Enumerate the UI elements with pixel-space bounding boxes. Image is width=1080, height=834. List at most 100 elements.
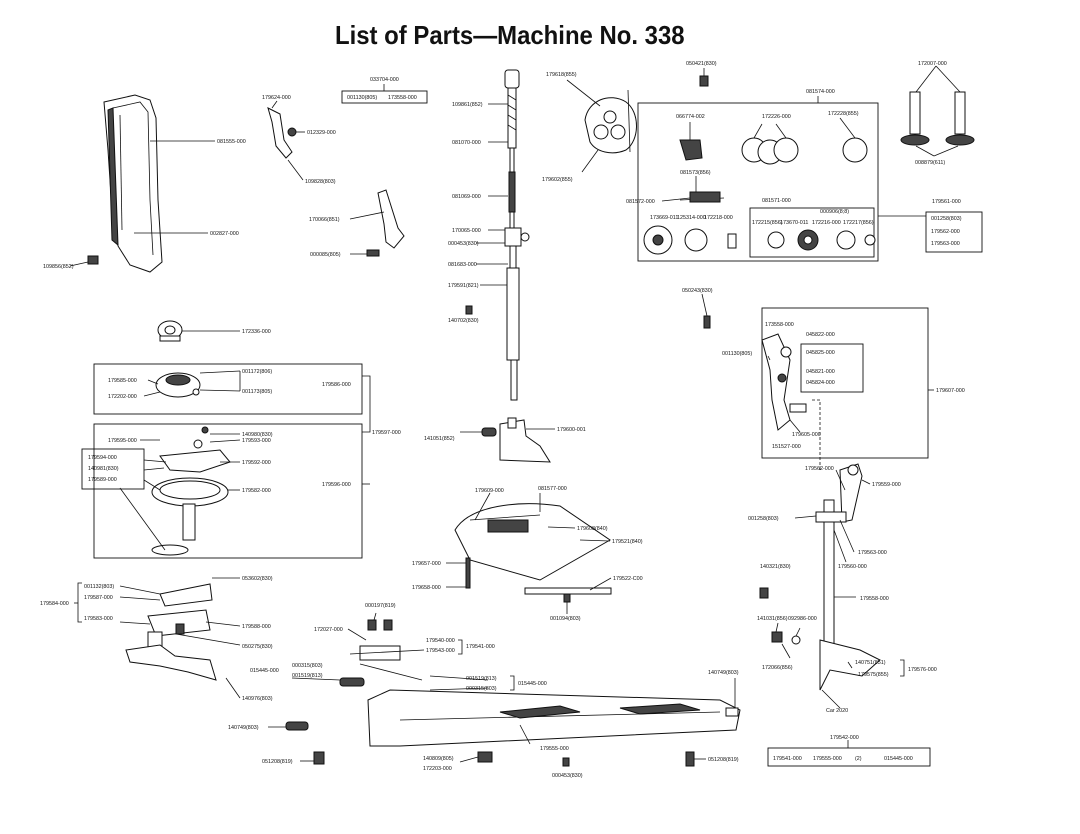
part-label: 000906(8;8) — [820, 209, 849, 215]
part-label: 179588-000 — [242, 624, 271, 630]
part-label: 179540-000 — [426, 638, 455, 644]
part-label: 179584-000 — [40, 601, 69, 607]
part-label: 141051(852) — [424, 436, 455, 442]
part-label: 172007-000 — [918, 61, 947, 67]
thread-guide-drawing — [584, 89, 637, 154]
part-label: 045824-000 — [806, 380, 835, 386]
part-label: 179562-000 — [805, 466, 834, 472]
part-label: 051208(819) — [262, 759, 293, 765]
part-label: 170066(851) — [309, 217, 340, 223]
part-label: 000453(830) — [448, 241, 479, 247]
part-label: 179597-000 — [372, 430, 401, 436]
part-label: 170065-000 — [452, 228, 481, 234]
part-label: 140809(805) — [423, 756, 454, 762]
part-label: 015445-000 — [250, 668, 279, 674]
part-label: 000085(805) — [310, 252, 341, 258]
part-label: 000315(803) — [466, 686, 497, 692]
part-label: 081070-000 — [452, 140, 481, 146]
part-label: 179592-000 — [242, 460, 271, 466]
part-label: 001130(805) — [347, 95, 377, 101]
part-label: 008879(611) — [915, 160, 945, 166]
part-label: 173558-000 — [765, 322, 794, 328]
part-label: 179559-000 — [872, 482, 901, 488]
part-label: 109856(852) — [43, 264, 74, 270]
part-label: 172217(856) — [843, 220, 874, 226]
part-label: 140321(830) — [760, 564, 791, 570]
part-label: 179560-000 — [838, 564, 867, 570]
part-label: 140749(803) — [228, 725, 259, 731]
part-label: 172202-000 — [108, 394, 137, 400]
part-label: 045822-000 — [806, 332, 835, 338]
part-label: 179561-000 — [932, 199, 961, 205]
part-label: 179585-000 — [108, 378, 137, 384]
part-label: 172336-000 — [242, 329, 271, 335]
part-label: 179657-000 — [412, 561, 441, 567]
part-label: 000453(830) — [552, 773, 583, 779]
rock-shaft-drawing — [759, 463, 881, 691]
part-label: 125314-000 — [677, 215, 706, 221]
part-label: 172215(856) — [752, 220, 783, 226]
part-label: 179594-000 — [88, 455, 117, 461]
part-label: 179563-000 — [931, 241, 960, 247]
part-label: 081573(856) — [680, 170, 711, 176]
part-labels: 179624-000 033704-000 001130(805) 173558… — [40, 61, 965, 779]
part-label: 179555-000 — [813, 756, 842, 762]
part-label: 179521(840) — [612, 539, 643, 545]
part-label: 001258(803) — [748, 516, 779, 522]
part-label: 172066(856) — [762, 665, 793, 671]
part-label: 179576-000 — [908, 667, 937, 673]
part-label: 179596-000 — [322, 482, 351, 488]
part-label: 081571-000 — [762, 198, 791, 204]
part-label: 172203-000 — [423, 766, 452, 772]
part-label: 179624-000 — [262, 95, 291, 101]
part-label: 179609-000 — [475, 488, 504, 494]
part-label: 045821-000 — [806, 369, 835, 375]
part-label: 141031(856) — [757, 616, 788, 622]
part-label: 001258(803) — [931, 216, 962, 222]
part-label: 015445-000 — [518, 681, 547, 687]
part-label: 002827-000 — [210, 231, 239, 237]
part-label: 172027-000 — [314, 627, 343, 633]
part-label: 179563-000 — [858, 550, 887, 556]
part-label: 179605-000 — [792, 432, 821, 438]
part-label: 081574-000 — [806, 89, 835, 95]
part-label: 001094(803) — [550, 616, 581, 622]
part-label: (2) — [855, 756, 862, 762]
part-label: 173558-000 — [388, 95, 417, 101]
tension-discs-drawing — [643, 137, 876, 258]
part-label: 179586-000 — [322, 382, 351, 388]
part-label: 050275(830) — [242, 644, 273, 650]
needle-plate-drawing — [454, 503, 612, 603]
part-label: 001519(813) — [466, 676, 497, 682]
page-title: List of Parts—Machine No. 338 — [335, 20, 685, 50]
part-label: 140749(803) — [708, 670, 739, 676]
part-label: 081555-000 — [217, 139, 246, 145]
part-label: 066774-002 — [676, 114, 705, 120]
part-label: 012329-000 — [307, 130, 336, 136]
part-label: 179591(821) — [448, 283, 479, 289]
part-label: 179541-000 — [773, 756, 802, 762]
part-label: 051208(819) — [708, 757, 739, 763]
part-label: 151527-000 — [772, 444, 801, 450]
part-label: 001172(806) — [242, 369, 272, 375]
part-label: 001132(803) — [84, 584, 114, 590]
part-label: 109861(852) — [452, 102, 483, 108]
part-label: 140751(851) — [855, 660, 886, 666]
part-label: 050421(830) — [686, 61, 717, 67]
spool-pins-drawing — [900, 91, 975, 146]
part-label: 179542-000 — [830, 735, 859, 741]
part-label: 179541-000 — [466, 644, 495, 650]
needle-bar-drawing — [504, 69, 530, 401]
part-label: 179595-000 — [108, 438, 137, 444]
part-label: 179593-000 — [242, 438, 271, 444]
part-label: 092986-000 — [788, 616, 817, 622]
part-label: 179522-C00 — [613, 576, 643, 582]
part-label: 081069-000 — [452, 194, 481, 200]
part-label: 173670-011 — [780, 220, 808, 226]
rotary-hook-drawing — [151, 426, 231, 556]
part-label: 081572-000 — [626, 199, 655, 205]
part-label: 140702(830) — [448, 318, 479, 324]
part-label: 179583-000 — [84, 616, 113, 622]
part-label: 081683-000 — [448, 262, 477, 268]
